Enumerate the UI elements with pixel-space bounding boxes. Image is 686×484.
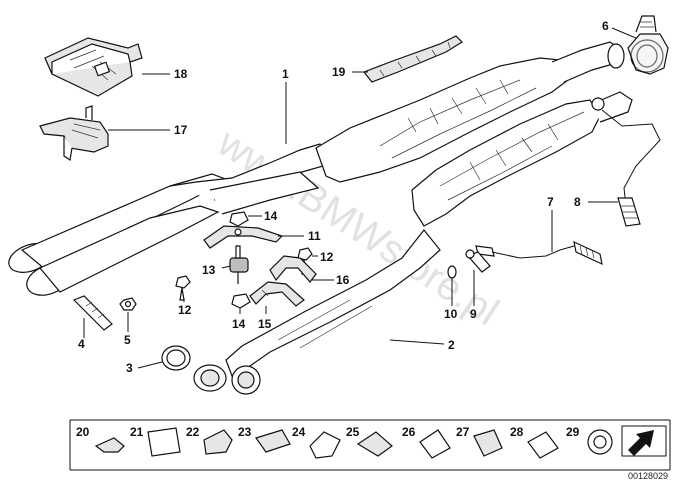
- part-labels: 1 2 3 4 5 6 7 8 9 10 11 12 12 13 14 14 1…: [78, 19, 609, 375]
- part-label: 2: [448, 338, 455, 352]
- hex-bolt-lower-drawing: [175, 275, 191, 301]
- support-bracket-drawing: [249, 281, 305, 307]
- clip-item-label: 21: [130, 425, 144, 439]
- sensor-plug-drawing: [465, 249, 491, 273]
- clip-item: 25: [346, 425, 393, 457]
- part-label: 17: [174, 123, 188, 137]
- part-label: 8: [574, 195, 581, 209]
- sealing-washer-drawing: [447, 265, 457, 279]
- clip-item-label: 26: [402, 425, 416, 439]
- pipe-saddle-drawing: [269, 255, 317, 283]
- oxygen-sensor-long-drawing: [475, 240, 603, 266]
- clip-item-label: 27: [456, 425, 470, 439]
- gasket-ring-drawing: [161, 345, 191, 371]
- clip-item: 27: [456, 425, 503, 457]
- clip-item: 26: [402, 425, 451, 459]
- part-label: 7: [547, 195, 554, 209]
- clip-item-label: 28: [510, 425, 524, 439]
- part-label: 13: [202, 263, 216, 277]
- clip-item: 24: [292, 425, 341, 459]
- part-label: 12: [320, 250, 334, 264]
- nut-drawing: [119, 297, 137, 311]
- part-label: 6: [602, 19, 609, 33]
- clip-strip: 20 21 22 23 24 25 26 27: [69, 419, 671, 471]
- hex-nut-lower-drawing: [231, 293, 251, 309]
- clip-item: 20: [76, 425, 125, 453]
- arrow-icon: [621, 425, 667, 457]
- front-pipe-lower-drawing: [26, 91, 633, 395]
- clip-item-label: 25: [346, 425, 360, 439]
- front-pipe-upper-drawing: [8, 41, 625, 273]
- part-label: 14: [232, 317, 246, 331]
- part-label: 3: [126, 361, 133, 375]
- part-label: 9: [470, 307, 477, 321]
- part-label: 5: [124, 333, 131, 347]
- pipe-clamp-drawing: [627, 15, 669, 75]
- clip-item-label: 24: [292, 425, 306, 439]
- part-label: 1: [282, 67, 289, 81]
- clip-item: 28: [510, 425, 559, 459]
- clip-item-label: 29: [566, 425, 580, 439]
- hex-nut-upper-drawing: [229, 211, 249, 227]
- clip-item: 22: [186, 425, 233, 455]
- small-bracket-drawing: [39, 105, 109, 162]
- clip-item: 29: [566, 425, 613, 455]
- clip-item-label: 23: [238, 425, 252, 439]
- heat-shield-bracket-drawing: [44, 37, 143, 97]
- clip-item-label: 20: [76, 425, 90, 439]
- clip-item: 21: [130, 425, 181, 457]
- rubber-mount-drawing: [229, 245, 249, 284]
- clip-item: 23: [238, 425, 291, 453]
- part-label: 15: [258, 317, 272, 331]
- reference-number: 00128029: [628, 471, 668, 481]
- part-label: 18: [174, 67, 188, 81]
- part-label: 4: [78, 337, 85, 351]
- part-label: 19: [332, 65, 346, 79]
- part-label: 12: [178, 303, 192, 317]
- part-label: 11: [308, 229, 321, 243]
- clip-item-label: 22: [186, 425, 200, 439]
- heat-shield-strip-drawing: [363, 35, 463, 83]
- bolt-drawing: [72, 295, 113, 331]
- part-label: 16: [336, 273, 350, 287]
- oxygen-sensor-upper-drawing: [591, 97, 661, 227]
- part-label: 14: [264, 209, 278, 223]
- part-label: 10: [444, 307, 458, 321]
- hanger-bracket-drawing: [203, 225, 284, 249]
